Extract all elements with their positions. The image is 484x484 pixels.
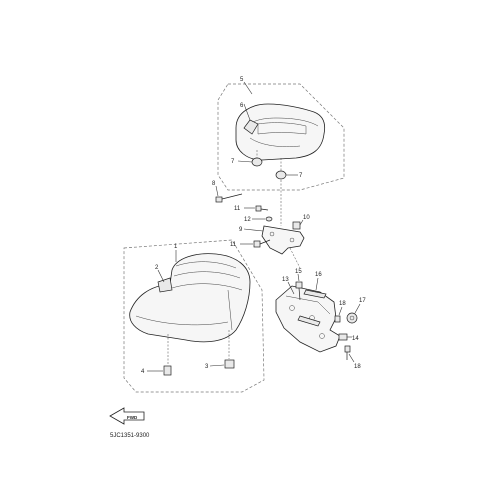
callout-10: 10 — [303, 215, 310, 221]
callout-12: 12 — [244, 217, 251, 223]
callout-9: 9 — [239, 227, 243, 233]
callout-18-top: 18 — [339, 301, 346, 307]
grommet-17 — [346, 312, 358, 324]
callout-17: 17 — [359, 298, 366, 304]
callout-7-right: 7 — [299, 173, 303, 179]
callout-13: 13 — [282, 277, 289, 283]
band-16 — [297, 289, 327, 327]
seat-bolt-left — [251, 157, 263, 167]
collar-14 — [338, 333, 348, 341]
bolt-11-top — [255, 205, 269, 212]
passenger-seat-group — [217, 81, 345, 191]
bolt-18-top — [334, 315, 341, 323]
bolt-11-bottom — [253, 239, 271, 248]
callout-2: 2 — [155, 265, 159, 271]
callout-16: 16 — [315, 272, 322, 278]
rider-seat — [129, 253, 251, 343]
callout-14: 14 — [352, 336, 359, 342]
front-arrow-label: FWD — [127, 415, 138, 420]
bolt-18-bottom — [344, 345, 351, 360]
washer-12 — [265, 216, 273, 222]
callout-15: 15 — [295, 269, 302, 275]
passenger-seat — [235, 103, 326, 161]
seat-bracket-9 — [261, 225, 305, 255]
callout-8: 8 — [212, 181, 216, 187]
rider-seat-group — [123, 239, 265, 393]
bracket-group — [215, 180, 305, 269]
seat-collar-4 — [163, 365, 172, 376]
collar-10 — [292, 221, 301, 230]
callout-11-top: 11 — [234, 206, 241, 212]
callout-11-bottom: 11 — [230, 242, 237, 248]
callout-5: 5 — [240, 77, 244, 83]
diagram-code: 5JC1351-9300 — [110, 433, 150, 439]
bolt-8 — [215, 193, 243, 203]
callout-1: 1 — [174, 244, 178, 250]
callout-7-left: 7 — [231, 159, 235, 165]
callout-6: 6 — [240, 103, 244, 109]
bolt-15 — [295, 281, 303, 301]
seat-bolt-right — [275, 170, 287, 180]
callout-3: 3 — [205, 364, 209, 370]
callout-4: 4 — [141, 369, 145, 375]
passenger-seat-box — [217, 83, 345, 191]
front-arrow-icon: FWD — [109, 407, 145, 425]
callout-18-bottom: 18 — [354, 364, 361, 370]
seat-damper-3 — [224, 359, 235, 369]
rear-bracket-group — [275, 273, 361, 363]
